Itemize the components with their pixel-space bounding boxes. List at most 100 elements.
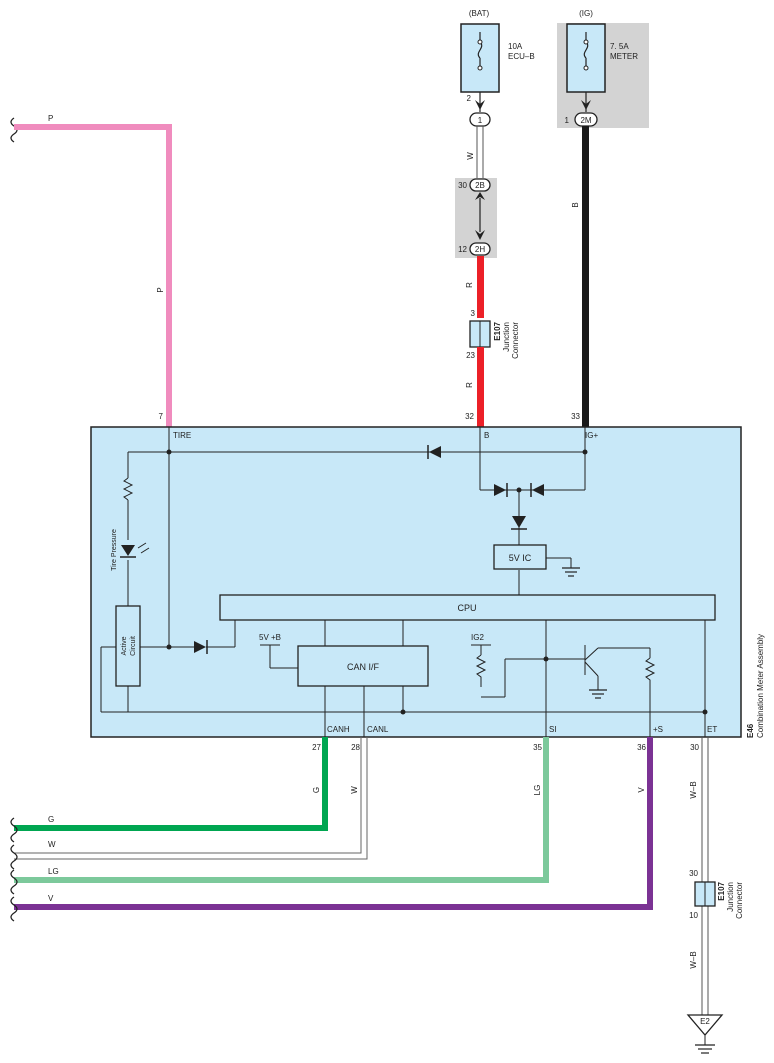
svg-text:G: G [48,815,54,824]
wire-w-inner [14,737,368,860]
svg-text:10: 10 [689,911,698,920]
svg-text:7: 7 [159,412,164,421]
svg-text:1: 1 [478,116,483,125]
wire-b [582,126,589,427]
svg-text:Connector: Connector [511,322,520,359]
svg-text:R: R [465,282,474,288]
bat-amps: 10A [508,42,523,51]
svg-text:3: 3 [471,309,476,318]
ground-label: E2 [700,1017,710,1026]
svg-text:Circuit: Circuit [130,636,137,656]
svg-text:2B: 2B [475,181,485,190]
wire-break-icon [10,896,18,922]
wire-lg [14,737,549,883]
svg-text:Junction: Junction [726,882,735,912]
wire-g [14,737,328,831]
svg-text:W: W [48,840,56,849]
term-b: B [484,431,489,440]
svg-text:2H: 2H [475,245,485,254]
svg-text:SI: SI [549,725,557,734]
svg-text:G: G [312,787,321,793]
svg-text:32: 32 [465,412,474,421]
svg-text:CPU: CPU [457,603,476,613]
wire-break-icon [10,844,18,870]
connector-2b [469,178,491,192]
svg-text:1: 1 [565,116,570,125]
combination-meter-box [90,426,742,738]
wire-r-lower [477,347,484,427]
bat-label: (BAT) [469,9,490,18]
wire-v [14,737,653,910]
bat-fuse-name: ECU–B [508,52,535,61]
tire-pressure-label: Tire Pressure [111,529,118,571]
svg-text:Junction: Junction [502,322,511,352]
diode-icon [532,484,544,496]
wire-break-icon [10,817,18,843]
svg-text:V: V [48,894,54,903]
term-tire: TIRE [173,431,191,440]
svg-text:ET: ET [707,725,717,734]
label-5v-b: 5V +B [259,633,281,642]
svg-text:2M: 2M [580,116,591,125]
svg-text:35: 35 [533,743,542,752]
svg-text:V: V [637,787,646,793]
diode-icon [512,516,526,528]
svg-text:CANL: CANL [367,725,389,734]
ic-5v-block [493,544,547,570]
svg-text:27: 27 [312,743,321,752]
svg-text:LG: LG [533,785,542,796]
wire-break-icon [10,869,18,895]
bat-pin: 2 [467,94,472,103]
svg-text:R: R [465,382,474,388]
diode-icon [494,484,506,496]
svg-text:E107: E107 [493,321,502,340]
diode-icon [194,641,206,653]
svg-text:P: P [48,114,53,123]
svg-text:W–B: W–B [689,781,698,798]
ground-icon [589,689,607,699]
led-icon [121,545,135,556]
meter-name: Combination Meter Assembly [756,634,765,738]
svg-text:E107: E107 [717,881,726,900]
wire-w-outer [14,737,362,854]
term-ig: IG+ [585,431,598,440]
label-ig2: IG2 [471,633,484,642]
svg-text:28: 28 [351,743,360,752]
svg-text:33: 33 [571,412,580,421]
ground-icon [695,1044,715,1054]
wire-p [14,124,172,427]
svg-text:30: 30 [689,869,698,878]
svg-text:23: 23 [466,351,475,360]
ig-fuse-name: METER [610,52,638,61]
meter-id: E46 [746,723,755,738]
wire-r-upper [477,256,484,318]
svg-text:CANH: CANH [327,725,350,734]
svg-text:W–B: W–B [689,951,698,968]
junction-dots [166,449,708,715]
svg-text:Connector: Connector [735,882,744,919]
ig-label: (IG) [579,9,593,18]
svg-text:+S: +S [653,725,663,734]
svg-text:36: 36 [637,743,646,752]
svg-text:30: 30 [690,743,699,752]
diode-icon [429,446,441,458]
connector-1 [469,112,491,127]
ig-amps: 7. 5A [610,42,629,51]
svg-text:LG: LG [48,867,59,876]
svg-text:W: W [350,786,359,794]
wire-label-w: W [466,152,475,160]
wire-w-bat: 1 W [466,92,491,178]
svg-text:5V IC: 5V IC [509,553,532,563]
svg-text:CAN I/F: CAN I/F [347,662,380,672]
svg-text:Active: Active [121,636,128,655]
active-circuit-block [115,605,141,687]
ig-fuse-group: (IG) 7. 5A METER [557,9,649,128]
pin-30-2b: 30 [458,181,467,190]
can-if-block [297,645,429,687]
cpu-block [219,594,716,621]
ground-e2-icon [686,1014,724,1037]
svg-text:P: P [156,287,165,292]
bat-fuse-group: (BAT) 10A ECU–B 2 [460,9,535,103]
pin-12-2h: 12 [458,245,467,254]
